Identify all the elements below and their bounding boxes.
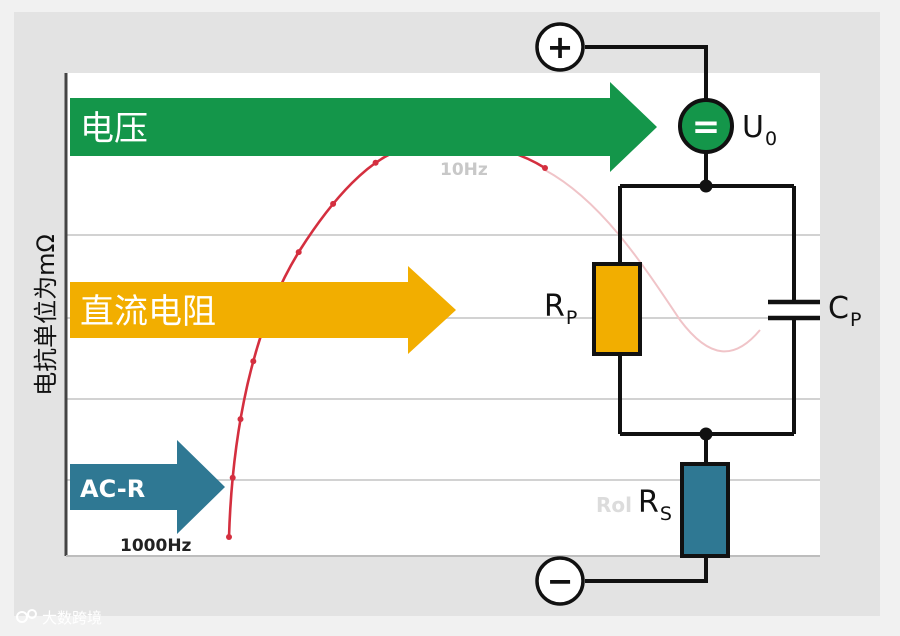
voltage-arrow: 电压 — [70, 82, 657, 172]
rs-resistor: RS — [638, 462, 730, 558]
cp-subscript: P — [850, 309, 861, 331]
minus-symbol: − — [547, 562, 574, 600]
voltage-source-subscript: 0 — [765, 128, 777, 150]
junction-upper — [699, 179, 713, 193]
plus-terminal: + — [535, 22, 585, 72]
voltage-source-label: U0 — [742, 110, 777, 150]
voltage-source: = U0 — [678, 98, 777, 154]
rp-resistor-body — [592, 262, 642, 356]
rp-subscript: P — [566, 307, 577, 329]
rs-label: RS — [638, 485, 672, 525]
ac-r-arrow-shape — [70, 440, 225, 534]
dc-resistance-arrow-label: 直流电阻 — [80, 292, 216, 332]
ac-r-arrow-label: AC-R — [80, 475, 145, 503]
watermark-text: 大数跨境 — [42, 609, 102, 627]
minus-terminal: − — [535, 556, 585, 606]
curve-marker — [237, 416, 244, 423]
wire-top — [585, 45, 708, 100]
watermark-logo-icon-2 — [27, 609, 37, 619]
y-axis-label: 电抗单位为mΩ — [32, 234, 60, 396]
cp-label: CP — [828, 291, 861, 331]
dc-resistance-arrow-shape — [70, 266, 456, 354]
curve-marker — [229, 474, 236, 481]
curve-marker — [330, 200, 337, 207]
cp-letter: C — [828, 291, 849, 326]
rs-resistor-body — [680, 462, 730, 558]
voltage-arrow-shape — [70, 82, 657, 172]
ac-r-arrow: AC-R — [70, 440, 225, 534]
plus-symbol: + — [547, 28, 574, 66]
rp-label: RP — [544, 289, 577, 329]
minus-terminal-circle — [535, 556, 585, 606]
curve-marker — [542, 165, 548, 171]
curve-marker — [250, 358, 257, 365]
dc-resistance-arrow: 直流电阻 — [70, 266, 456, 354]
rs-letter: R — [638, 485, 659, 520]
watermark: 大数跨境 — [16, 609, 102, 627]
curve-label-rol: Rol — [596, 493, 632, 517]
voltage-source-letter: U — [742, 110, 764, 145]
curve-label-1000hz: 1000Hz — [120, 536, 192, 556]
curve-faded-segment — [544, 169, 761, 353]
curve-marker — [372, 159, 379, 166]
watermark-logo-icon — [16, 611, 28, 623]
curve-marker — [226, 534, 232, 540]
rp-resistor: RP — [544, 262, 642, 356]
rp-letter: R — [544, 289, 565, 324]
junction-lower — [699, 427, 713, 441]
curve-marker — [295, 249, 302, 256]
voltage-source-circle — [678, 98, 734, 154]
curve-label-10hz: 10Hz — [440, 160, 488, 180]
cp-capacitor: CP — [768, 291, 861, 331]
plus-terminal-circle — [535, 22, 585, 72]
voltage-arrow-label: 电压 — [80, 109, 148, 149]
voltage-source-symbol: = — [692, 107, 721, 147]
rs-subscript: S — [660, 503, 672, 525]
wire-bottom — [585, 556, 708, 583]
